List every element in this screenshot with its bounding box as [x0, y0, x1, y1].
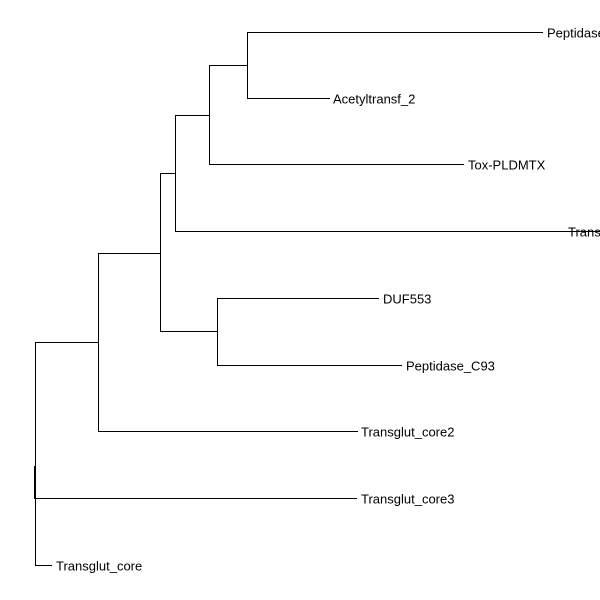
leaf-label-duf553: DUF553: [383, 292, 431, 307]
tree-branches: [34, 32, 600, 566]
leaf-label-peptidase-c93: Peptidase_C93: [406, 359, 495, 374]
leaf-label-transglut-core: Transglut_core: [56, 559, 142, 574]
leaf-label-peptidase: Peptidase_C39: [547, 26, 600, 41]
leaf-label-transglut-core3: Transglut_core3: [361, 492, 454, 507]
leaf-label-tox: Tox-PLDMTX: [468, 158, 546, 173]
leaf-label-transglut-core2: Transglut_core2: [361, 425, 454, 440]
tree-leaf-labels: Peptidase_C39 Acetyltransf_2 Tox-PLDMTX …: [56, 26, 600, 574]
leaf-label-transglut-a: Transglut_core4: [568, 225, 600, 240]
leaf-label-acetyltransf: Acetyltransf_2: [333, 92, 415, 107]
